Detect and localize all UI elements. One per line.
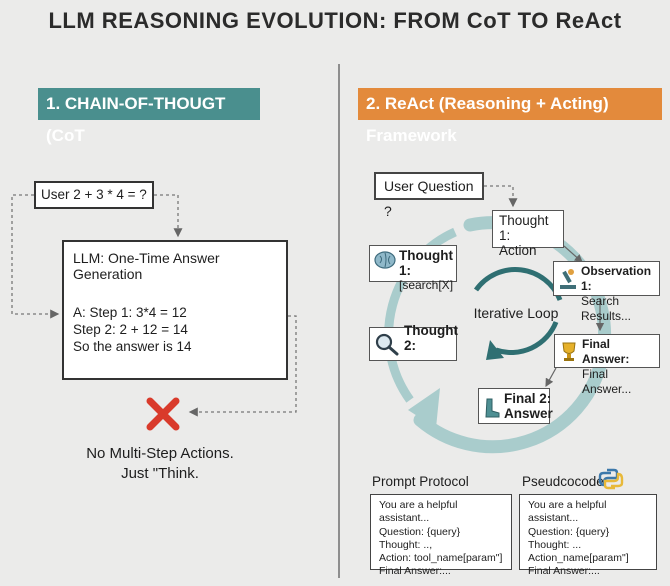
llm-answer-box: LLM: One-Time Answer Generation A: Step …: [62, 240, 288, 380]
node-line: Observation 1:: [581, 264, 652, 293]
code-line: You are a helpful assistant...: [379, 499, 458, 525]
code-line: Thought: ..,: [379, 538, 433, 551]
code-line: Question: {query}: [379, 525, 461, 538]
code-line: Action: tool_name[param"]: [379, 552, 503, 565]
llm-line: A: Step 1: 3*4 = 12: [73, 305, 187, 320]
cot-banner: 1. CHAIN-OF-THOUGT (CoT: [38, 88, 260, 145]
node-final2: Final 2: Answer: [478, 388, 553, 424]
llm-line: So the answer is 14: [73, 339, 192, 354]
code-line: Question: {query}: [528, 525, 610, 538]
brain-icon: [374, 251, 396, 269]
cot-note: No Multi-Step Actions. Just "Think.: [60, 444, 260, 484]
prompt-protocol-box: You are a helpful assistant... Question:…: [370, 494, 512, 577]
microscope-icon: [560, 269, 576, 289]
arrow-left-loop: [11, 194, 60, 319]
react-user-question: User Question ?: [374, 172, 484, 219]
code-line: Final Answer:...: [379, 565, 451, 578]
node-line: Final Answer:: [582, 337, 630, 366]
python-icon: [598, 468, 624, 490]
node-line: Thought 2:: [404, 323, 458, 353]
node-thought-search: Thought 1: [search[X]: [369, 245, 457, 292]
boot-icon: [485, 398, 500, 418]
pseudocode-box: You are a helpful assistant... Question:…: [519, 494, 657, 577]
node-final-answer: Final Answer: Final Answer...: [554, 334, 660, 396]
node-observation: Observation 1: Search Results...: [553, 261, 660, 323]
arrow-llm-to-cross: [188, 315, 297, 417]
trophy-icon: [562, 342, 576, 361]
llm-line: Step 2: 2 + 12 = 14: [73, 322, 188, 337]
loop-label: Iterative Loop: [473, 305, 559, 321]
node-thought2: Thought 2:: [369, 323, 458, 361]
node-line: [search[X]: [399, 278, 454, 292]
outer-loop-arrowhead: [408, 388, 440, 428]
llm-box-title: LLM: One-Time Answer Generation: [73, 250, 220, 282]
node-thought-action: Thought 1: Action: [492, 210, 564, 258]
node-line: Thought 1:: [399, 248, 453, 278]
prompt-protocol-title: Prompt Protocol: [372, 474, 469, 489]
arrow-to-observation: [563, 245, 583, 263]
node-line: Search Results...: [581, 294, 632, 323]
node-line: Action: [499, 243, 537, 258]
magnifier-icon: [375, 333, 399, 356]
inner-loop-arc: [473, 267, 563, 301]
node-line: Final 2:: [504, 391, 552, 406]
arrow-to-final2: [545, 367, 557, 388]
page-title: LLM REASONING EVOLUTION: FROM CoT TO ReA…: [48, 8, 622, 33]
cot-user-question: User 2 + 3 * 4 = ?: [34, 181, 154, 209]
react-banner: 2. ReAct (Reasoning + Acting) Framework: [358, 88, 662, 145]
arrow-user-to-thought: [484, 185, 518, 208]
node-line: Answer: [504, 406, 553, 421]
center-divider: [338, 64, 340, 578]
cot-note-line: No Multi-Step Actions.: [86, 445, 234, 462]
inner-loop-arc-bottom: [495, 321, 559, 355]
code-line: You are a helpful assistant...: [528, 499, 607, 525]
code-line: Action_name[param"]: [528, 552, 629, 565]
pseudocode-title: Pseudcocode: [522, 474, 604, 489]
node-line: Final Answer...: [582, 367, 632, 396]
cross-icon: [146, 397, 180, 431]
cot-note-line: Just "Think.: [121, 465, 199, 482]
arrow-user-to-llm: [154, 194, 183, 238]
code-line: Final Answer:...: [528, 565, 600, 578]
inner-arrowhead: [486, 340, 504, 360]
node-line: Thought 1:: [499, 213, 549, 243]
code-line: Thought: ...: [528, 538, 582, 551]
